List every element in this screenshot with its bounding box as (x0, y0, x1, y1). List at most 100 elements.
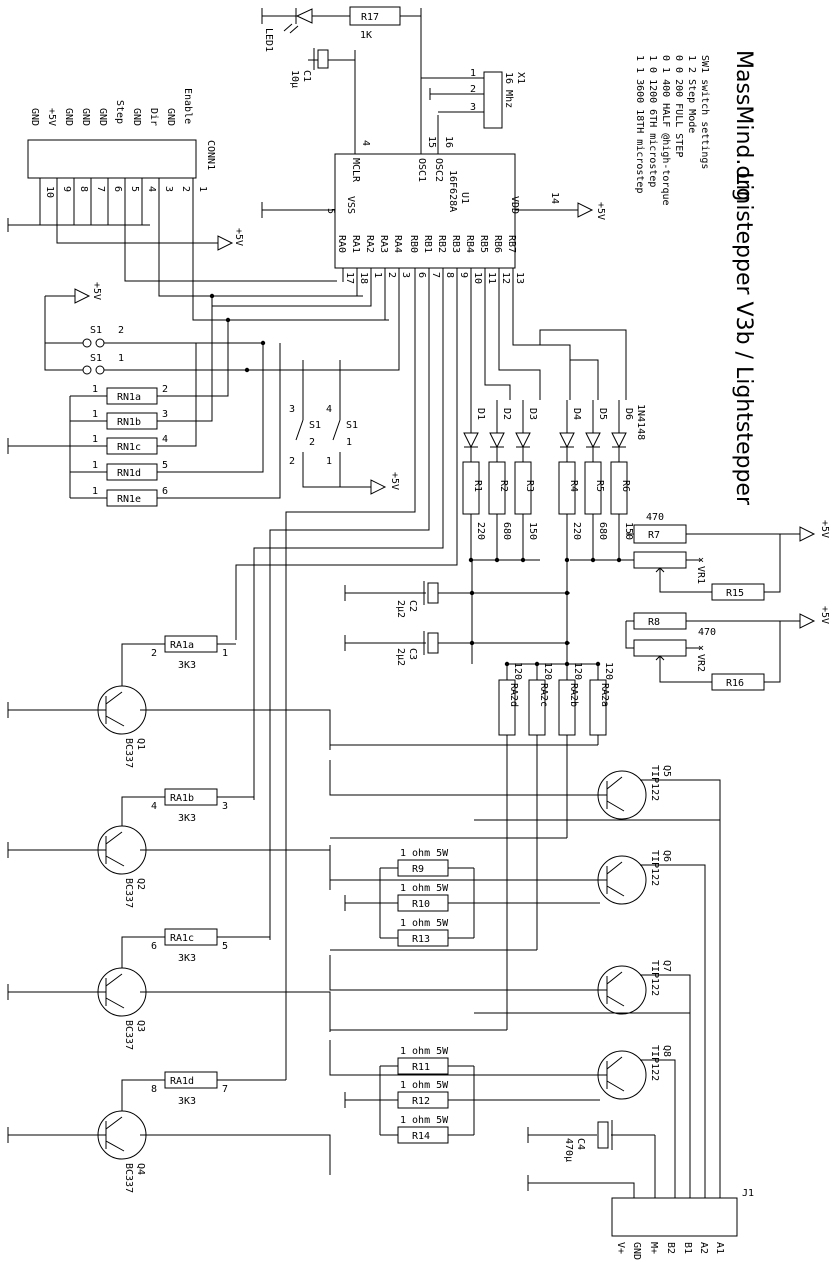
switch-s1-contacts: +5V 3 4 2 1 2 1 S1 S1 (289, 360, 400, 495)
bc337-label: Q2 (135, 878, 146, 890)
wire (235, 268, 458, 640)
diode-symbol (611, 432, 627, 449)
diode-label: D2 (501, 408, 512, 420)
rn1-pin: 1 (92, 409, 98, 420)
u1-port-number: 17 (344, 272, 355, 284)
j1-pin-label: B1 (682, 1242, 693, 1254)
u1-pin-number: 4 (360, 140, 371, 146)
conn1-pin: 2 (180, 186, 191, 192)
u1-pin-number: 15 (426, 136, 437, 148)
s1-pin: 1 (118, 353, 124, 364)
ra1-pin: 7 (222, 1084, 228, 1095)
settings-heading: SW1 switch settings (699, 55, 710, 169)
supply-label: +5V (389, 472, 400, 490)
current-set-network: D1R1220D2R2680D3R3150D4R4220D5R5680D6R61… (462, 400, 646, 664)
c1-label: C1 (301, 70, 312, 82)
trimmer-vr2 (633, 639, 687, 657)
wire (7, 842, 98, 858)
u1-port-label: RB5 (478, 235, 489, 253)
u1-port-label: RA0 (336, 235, 347, 253)
c3-label: C3 (407, 648, 418, 660)
resistor-r15 (711, 583, 765, 601)
junction-dot (564, 557, 570, 563)
rn1-pin: 6 (162, 486, 168, 497)
conn1-signal: Step (114, 100, 125, 124)
sense-resistor-label: R13 (412, 934, 430, 945)
supply-arrow (74, 288, 91, 304)
diode-label: D5 (597, 408, 608, 420)
x1-pin: 2 (470, 84, 476, 95)
u1-port-number: 12 (500, 272, 511, 284)
tip122-label: Q5 (661, 765, 672, 777)
title-block: MassMind.org Linistepper V3b / Lightstep… (634, 50, 756, 506)
s1-contact (82, 365, 92, 375)
rn1-pin: 3 (162, 409, 168, 420)
set-resistor-label: R5 (594, 480, 605, 492)
r15-label: R15 (726, 588, 744, 599)
conn1-pin: 1 (197, 186, 208, 192)
u1-port-label: RB2 (436, 235, 447, 253)
wire (98, 831, 125, 867)
conn1-pin: 10 (44, 186, 55, 198)
j1-label: J1 (742, 1188, 754, 1199)
ra2-value: 120 (572, 662, 583, 680)
j1-pin-label: A2 (698, 1242, 709, 1254)
u1-pin-name: MCLR (350, 158, 361, 183)
supply-label: +5V (91, 282, 102, 300)
wire (285, 268, 416, 1080)
sense-resistor-label: R14 (412, 1131, 430, 1142)
u1-port-label: RB7 (506, 235, 517, 253)
bc337-part: BC337 (123, 1020, 134, 1050)
s1-label: S1 (346, 420, 358, 431)
diode-symbol (585, 432, 601, 449)
ra2-label: RA2c (538, 683, 549, 707)
wire (98, 973, 125, 1009)
tip122-label: Q6 (661, 850, 672, 862)
ra1-pin: 6 (151, 941, 157, 952)
rn1-pin: 1 (92, 384, 98, 395)
wire (330, 744, 598, 1031)
s1-label: S1 (90, 353, 102, 364)
junction-dot (534, 661, 540, 667)
s1-contact (95, 338, 105, 348)
ra1-pin: 1 (222, 648, 228, 659)
supply-label: +5V (233, 228, 244, 246)
wire (253, 268, 444, 800)
ra1-pin: 5 (222, 941, 228, 952)
r7-label: R7 (648, 530, 660, 541)
j1-pin-label: M+ (648, 1242, 659, 1254)
set-resistor-value: 680 (501, 522, 512, 540)
ra1-value: 3K3 (178, 1096, 196, 1107)
r8-label: R8 (648, 617, 660, 628)
bc337-label: Q1 (135, 738, 146, 750)
conn1-label: CONN1 (205, 140, 216, 170)
u1-part: 16F628A (447, 170, 458, 212)
wire (7, 702, 98, 718)
r17-value: 1K (360, 30, 372, 41)
u1-port-label: RA3 (378, 235, 389, 253)
ra1-value: 3K3 (178, 813, 196, 824)
set-resistor-value: 150 (527, 522, 538, 540)
sense-resistor-value: 1 ohm 5W (400, 918, 449, 929)
wire (98, 691, 125, 727)
settings-row: 1 1 3600 18TH microstep (634, 55, 645, 193)
s1-pin: 1 (326, 456, 332, 467)
ra2-label: RA2b (568, 683, 579, 707)
rn1-label: RN1c (117, 442, 141, 453)
u1-port-number: 2 (386, 272, 397, 278)
diode-symbol (559, 432, 575, 449)
set-resistor-value: 220 (571, 522, 582, 540)
set-resistor-value: 220 (475, 522, 486, 540)
ra2-label: RA2d (508, 683, 519, 707)
supply-label: +5V (819, 606, 830, 624)
u1-port-number: 18 (358, 272, 369, 284)
sense-resistor-value: 1 ohm 5W (400, 848, 449, 859)
bc337-part: BC337 (123, 1163, 134, 1193)
wire (490, 405, 504, 462)
capacitor-c2 (427, 582, 439, 604)
junction-dot (504, 661, 510, 667)
bc337-part: BC337 (123, 738, 134, 768)
wire (640, 974, 691, 1198)
